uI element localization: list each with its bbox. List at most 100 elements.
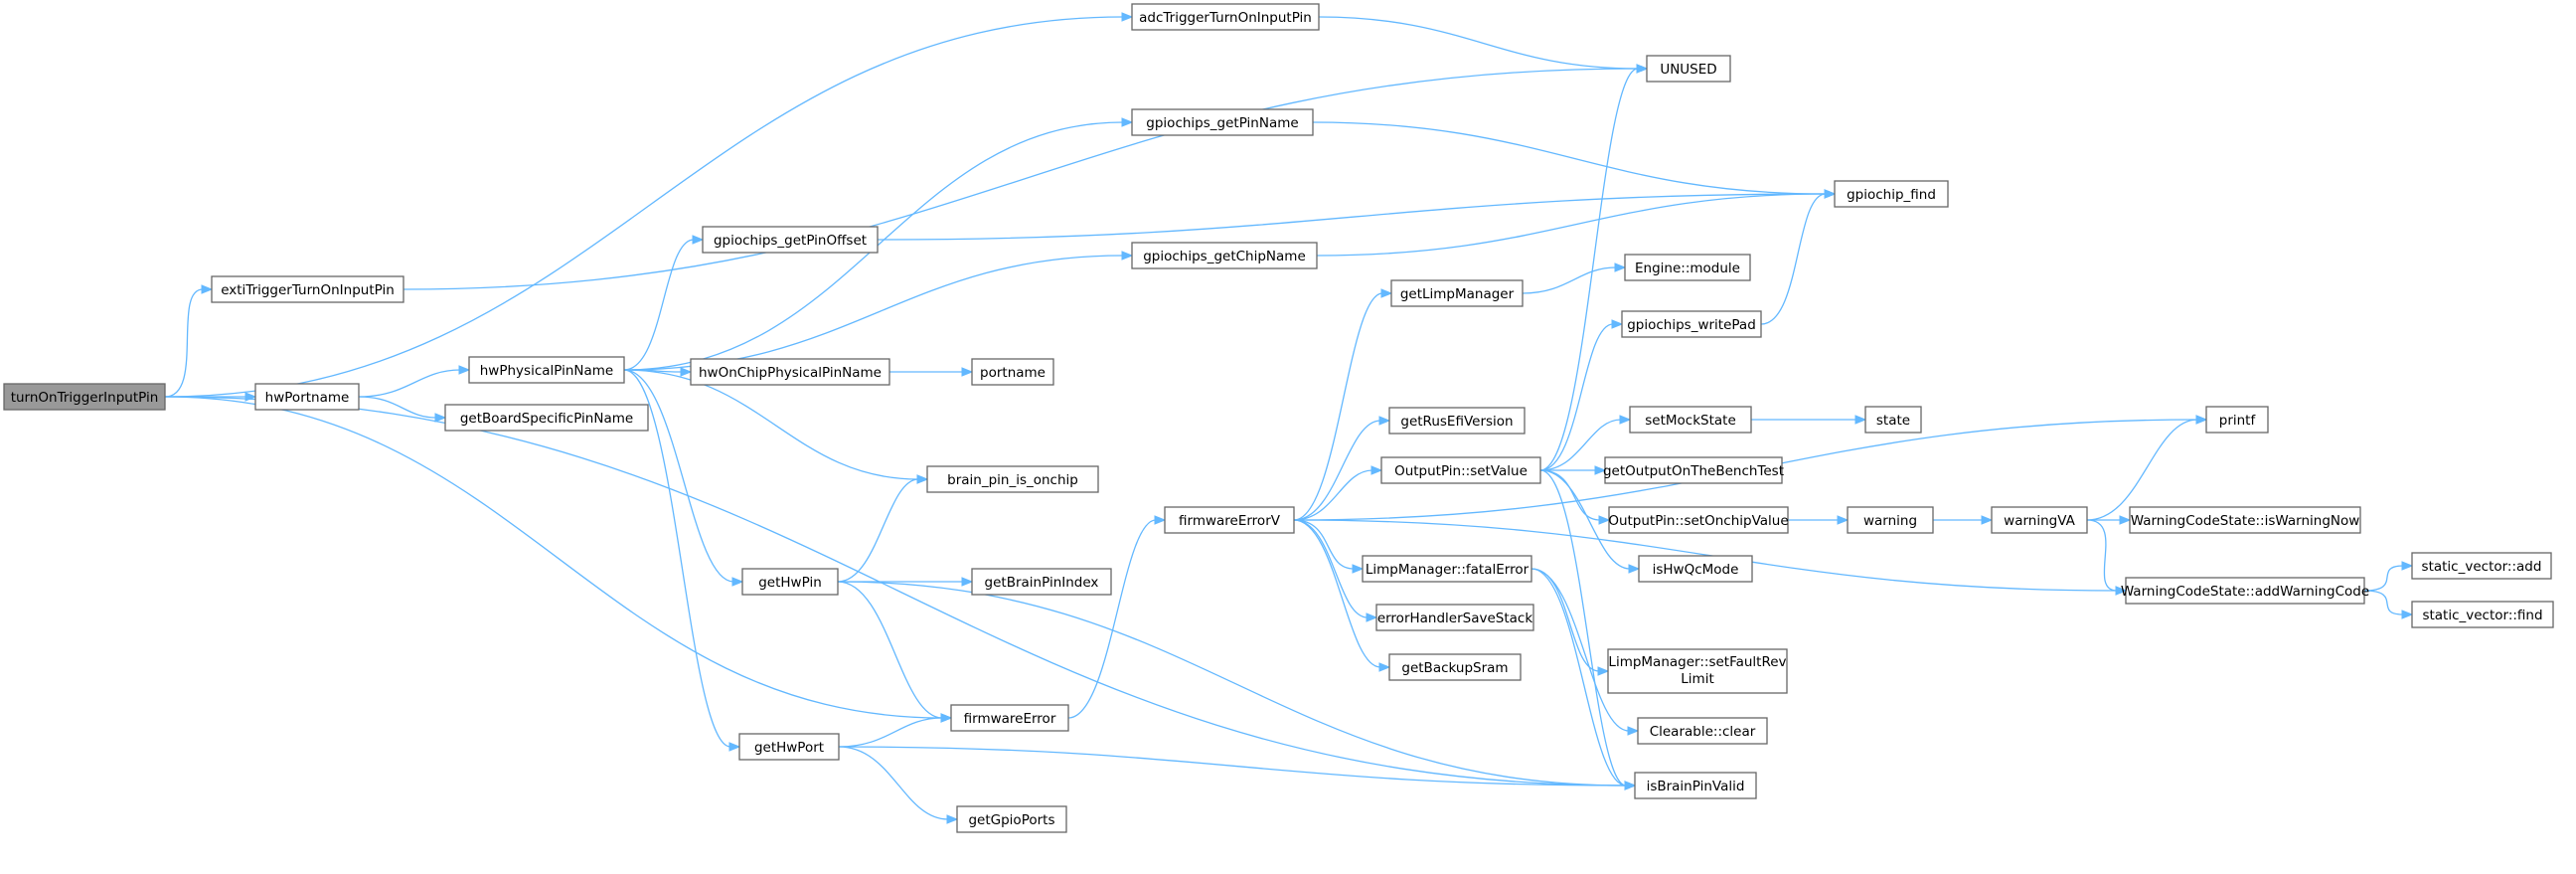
edge-limpmanager-fatalerror-to-limpmanager-setfaultrevlimit [1530,568,1610,676]
node-gpiochips-getchipname[interactable]: gpiochips_getChipName [1131,242,1318,269]
node-outputpin-setonchipvalue[interactable]: OutputPin::setOnchipValue [1608,506,1789,534]
node-getbackupsram[interactable]: getBackupSram [1388,653,1522,681]
node-firmwareerrorv[interactable]: firmwareErrorV [1164,506,1295,534]
node-state[interactable]: state [1864,406,1922,434]
node-box [738,733,840,761]
node-isbrainpinvalid[interactable]: isBrainPinValid [1634,772,1757,799]
edge-arrowhead [1981,515,1994,525]
node-unused[interactable]: UNUSED [1646,55,1731,83]
node-gpiochips-getpinoffset[interactable]: gpiochips_getPinOffset [702,226,879,254]
edge-arrowhead [1628,564,1641,574]
node-getbrainpinindex[interactable]: getBrainPinIndex [971,568,1112,596]
node-label: setMockState [1645,413,1736,429]
node-gpiochips-getpinname[interactable]: gpiochips_getPinName [1131,108,1314,136]
node-printf[interactable]: printf [2205,406,2269,434]
edge-gpiochips-getpinname-to-gpiochip-find [1312,121,1837,199]
edge-firmwareerrorv-to-getlimpmanager [1293,288,1393,521]
node-box [2129,506,2361,534]
node-brain-pin-is-onchip[interactable]: brain_pin_is_onchip [926,465,1099,493]
edge-hwphysicalpinname-to-gpiochips-getchipname [623,251,1134,371]
edge-line [623,369,731,748]
edge-line [1293,519,1355,570]
node-getoutputonthebenchtest[interactable]: getOutputOnTheBenchTest [1603,456,1784,484]
node-hwportname[interactable]: hwPortname [254,383,360,411]
edge-arrowhead [1611,319,1624,329]
node-warningcodestate-iswarningnow[interactable]: WarningCodeState::isWarningNow [2129,506,2361,534]
node-label: errorHandlerSaveStack [1377,611,1533,626]
node-getboardspecificpinname[interactable]: getBoardSpecificPinName [444,404,649,432]
node-turnontriggerinputpin[interactable]: turnOnTriggerInputPin [3,383,166,411]
edge-arrowhead [1370,465,1383,475]
node-label: printf [2219,413,2257,429]
edge-arrowhead [1378,662,1391,672]
node-portname[interactable]: portname [971,358,1054,386]
edge-outputpin-setvalue-to-getoutputonthebenchtest [1540,465,1607,475]
edge-warningcodestate-addwarningcode-to-static-vector-find [2363,590,2414,619]
edge-firmwareerror-to-firmwareerrorv [1067,515,1167,719]
edge-line [402,68,1639,290]
node-warning[interactable]: warning [1847,506,1934,534]
node-errorhandlersavestack[interactable]: errorHandlerSaveStack [1375,604,1534,631]
edge-line [838,717,943,748]
node-box [2205,406,2269,434]
node-static-vector-find[interactable]: static_vector::find [2411,601,2554,628]
node-label: LimpManager::setFaultRev [1608,654,1786,670]
node-box [741,568,839,596]
node-label: Clearable::clear [1650,724,1756,740]
edge-arrowhead [680,367,693,377]
edge-arrowhead [1837,515,1850,525]
edge-arrowhead [1121,251,1134,261]
node-box [690,358,890,386]
edge-line [837,478,919,583]
edge-firmwareerrorv-to-getrusefiversion [1293,416,1391,521]
node-box [2125,577,2365,605]
node-gethwport[interactable]: getHwPort [738,733,840,761]
node-label: static_vector::add [2422,559,2542,575]
node-getrusefiversion[interactable]: getRusEfiVersion [1388,407,1526,435]
node-setmockstate[interactable]: setMockState [1629,406,1752,434]
node-extitriggerturnoninputpin[interactable]: extiTriggerTurnOnInputPin [211,275,404,303]
edge-arrowhead [731,577,744,587]
edge-arrowhead [2401,561,2414,571]
edge-arrowhead [728,742,741,752]
edge-firmwareerrorv-to-outputpin-setvalue [1293,465,1383,521]
node-label: LimpManager::fatalError [1366,562,1530,578]
node-firmwareerror[interactable]: firmwareError [950,704,1069,732]
node-box [1629,406,1752,434]
node-box [1388,653,1522,681]
node-gpiochips-writepad[interactable]: gpiochips_writePad [1621,310,1762,338]
edge-line [623,369,734,583]
edge-arrowhead [916,474,929,484]
edge-arrowhead [1380,288,1393,298]
node-warningcodestate-addwarningcode[interactable]: WarningCodeState::addWarningCode [2121,577,2369,605]
edge-outputpin-setvalue-to-unused [1539,64,1649,471]
node-box [971,568,1112,596]
node-getlimpmanager[interactable]: getLimpManager [1390,279,1524,307]
node-ishwqcmode[interactable]: isHwQcMode [1638,555,1753,583]
node-label: WarningCodeState::addWarningCode [2121,584,2369,600]
edge-arrowhead [458,365,471,375]
node-hwonchipphysicalpinname[interactable]: hwOnChipPhysicalPinName [690,358,890,386]
node-outputpin-setvalue[interactable]: OutputPin::setValue [1380,456,1541,484]
node-label: adcTriggerTurnOnInputPin [1139,10,1312,26]
node-engine-module[interactable]: Engine::module [1624,254,1751,281]
node-limpmanager-fatalerror[interactable]: LimpManager::fatalError [1362,555,1532,583]
node-static-vector-add[interactable]: static_vector::add [2411,552,2552,580]
node-warningva[interactable]: warningVA [1991,506,2088,534]
node-hwphysicalpinname[interactable]: hwPhysicalPinName [468,356,625,384]
edge-line [1067,519,1157,719]
node-clearable-clear[interactable]: Clearable::clear [1637,717,1768,745]
edge-line [838,746,949,820]
node-box [1362,555,1532,583]
edge-line [1530,568,1627,787]
edge-arrowhead [201,284,214,294]
node-gpiochip-find[interactable]: gpiochip_find [1834,180,1949,208]
node-label: gpiochips_getPinOffset [714,233,867,249]
node-adctriggerturnoninputpin[interactable]: adcTriggerTurnOnInputPin [1131,3,1320,31]
node-gethwpin[interactable]: getHwPin [741,568,839,596]
edge-limpmanager-fatalerror-to-clearable-clear [1530,568,1640,736]
edge-hwphysicalpinname-to-brain-pin-is-onchip [623,369,929,484]
node-getgpioports[interactable]: getGpioPorts [956,805,1067,833]
node-box [468,356,625,384]
